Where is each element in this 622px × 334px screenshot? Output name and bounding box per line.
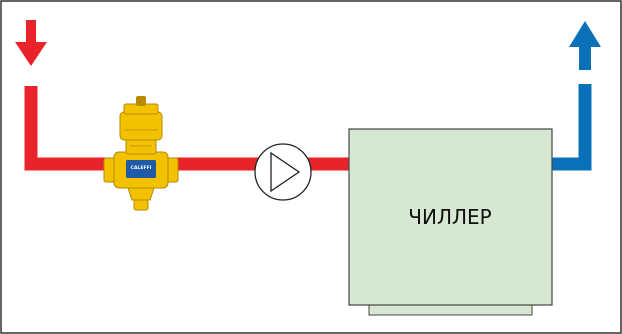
- separator-lower-body: [127, 187, 155, 201]
- brand-logo-text: CALEFFI: [131, 165, 152, 171]
- chiller-base: [368, 303, 533, 316]
- hot-supply-pipe: [24, 86, 349, 171]
- separator-vent-cap: [136, 96, 146, 106]
- air-dirt-separator-icon: CALEFFI: [103, 96, 179, 211]
- cold-return-pipe: [552, 84, 592, 171]
- circulation-pump-icon: [254, 143, 312, 201]
- arrow-up-icon: [569, 21, 601, 70]
- chiller-unit: ЧИЛЛЕР: [348, 128, 553, 316]
- brand-badge: [126, 160, 156, 178]
- pump-direction-triangle: [270, 151, 301, 193]
- chiller-body: [348, 128, 553, 306]
- chiller-label: ЧИЛЛЕР: [408, 205, 491, 229]
- arrow-down-icon: [15, 20, 47, 66]
- separator-vent-chamber: [119, 111, 163, 141]
- separator-drain-valve: [133, 199, 149, 211]
